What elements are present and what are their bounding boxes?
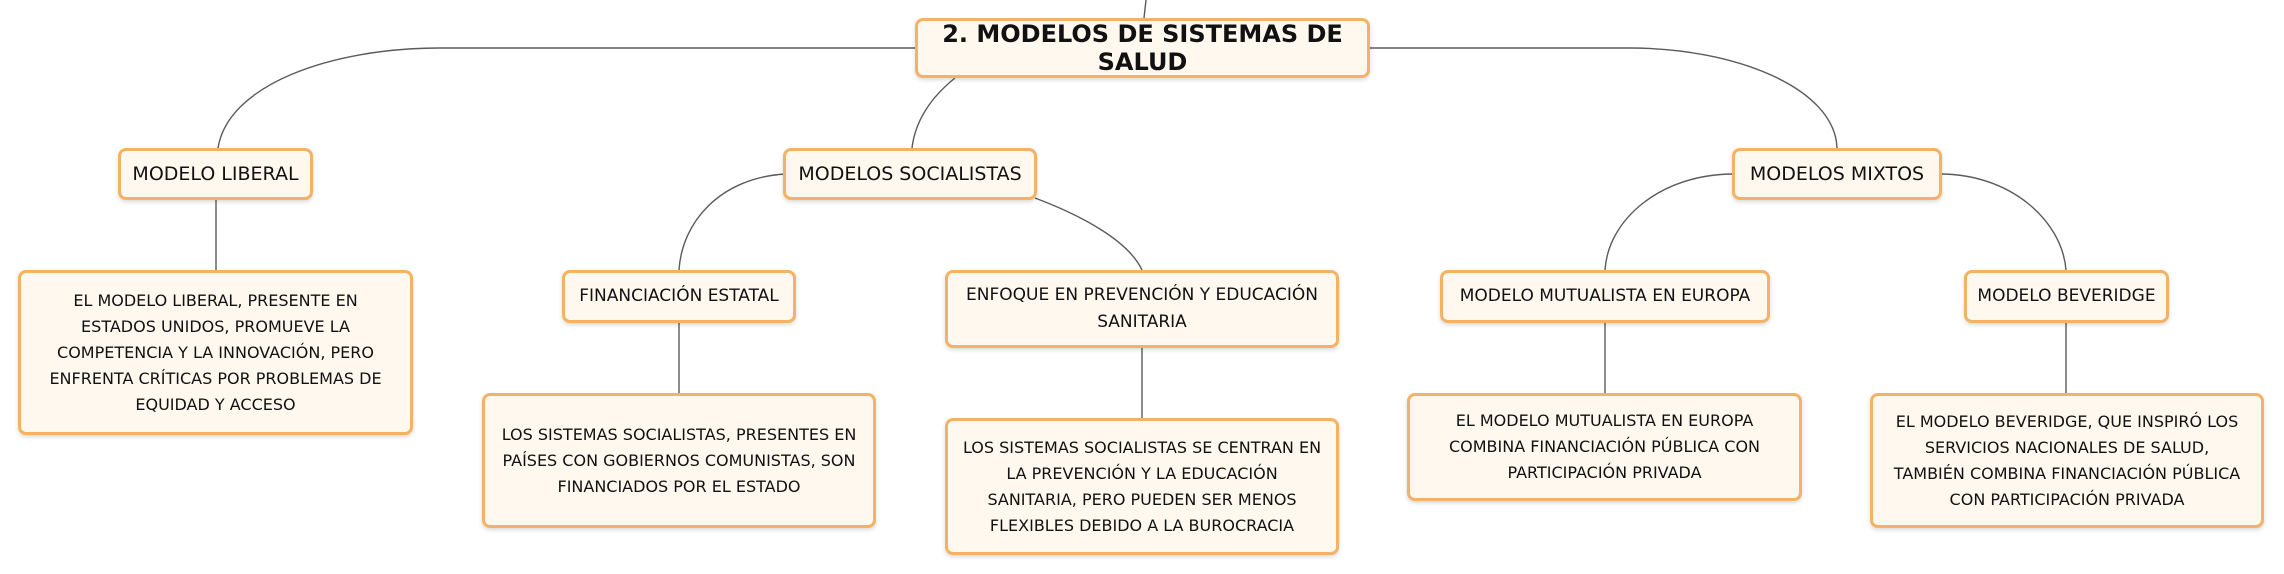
node-modelo-liberal[interactable]: MODELO LIBERAL (118, 148, 313, 200)
node-root-modelos-sistemas-salud[interactable]: 2. MODELOS DE SISTEMAS DE SALUD (915, 18, 1370, 78)
connector-root-liberal (217, 47, 918, 149)
node-mutualista-detail[interactable]: EL MODELO MUTUALISTA EN EUROPA COMBINA F… (1407, 393, 1802, 501)
node-label: MODELO LIBERAL (132, 163, 299, 185)
node-modelos-socialistas[interactable]: MODELOS SOCIALISTAS (783, 148, 1037, 200)
node-text: LOS SISTEMAS SOCIALISTAS SE CENTRAN EN L… (962, 437, 1322, 535)
connector-mixtos-beveridge (1939, 173, 2067, 271)
node-label: ENFOQUE EN PREVENCIÓN Y EDUCACIÓN SANITA… (966, 285, 1318, 332)
node-financiacion-detail[interactable]: LOS SISTEMAS SOCIALISTAS, PRESENTES EN P… (482, 393, 876, 528)
node-modelos-mixtos[interactable]: MODELOS MIXTOS (1732, 148, 1942, 200)
node-label: MODELOS SOCIALISTAS (798, 163, 1022, 185)
connector-socialistas-financiacion (678, 173, 786, 271)
node-liberal-detail[interactable]: EL MODELO LIBERAL, PRESENTE EN ESTADOS U… (18, 270, 413, 435)
node-modelo-beveridge[interactable]: MODELO BEVERIDGE (1964, 270, 2169, 323)
node-modelo-mutualista[interactable]: MODELO MUTUALISTA EN EUROPA (1440, 270, 1770, 323)
node-beveridge-detail[interactable]: EL MODELO BEVERIDGE, QUE INSPIRÓ LOS SER… (1870, 393, 2264, 528)
node-prevencion-educacion[interactable]: ENFOQUE EN PREVENCIÓN Y EDUCACIÓN SANITA… (945, 270, 1339, 348)
node-label: MODELOS MIXTOS (1749, 163, 1925, 185)
connector-parent-root (1143, 0, 1147, 19)
node-text: EL MODELO LIBERAL, PRESENTE EN ESTADOS U… (49, 290, 382, 414)
node-label: FINANCIACIÓN ESTATAL (579, 286, 779, 306)
node-label: 2. MODELOS DE SISTEMAS DE SALUD (942, 20, 1343, 76)
node-text: LOS SISTEMAS SOCIALISTAS, PRESENTES EN P… (501, 424, 857, 496)
node-text: EL MODELO MUTUALISTA EN EUROPA COMBINA F… (1448, 411, 1761, 482)
connector-root-socialistas (911, 77, 956, 149)
node-label: MODELO BEVERIDGE (1977, 286, 2156, 306)
connector-mixtos-mutualista (1604, 173, 1735, 271)
connector-root-mixtos (1370, 47, 1838, 149)
node-text: EL MODELO BEVERIDGE, QUE INSPIRÓ LOS SER… (1893, 411, 2241, 509)
connector-socialistas-prevencion (1034, 197, 1143, 271)
node-label: MODELO MUTUALISTA EN EUROPA (1459, 286, 1751, 306)
node-prevencion-detail[interactable]: LOS SISTEMAS SOCIALISTAS SE CENTRAN EN L… (945, 418, 1339, 555)
node-financiacion-estatal[interactable]: FINANCIACIÓN ESTATAL (562, 270, 796, 323)
